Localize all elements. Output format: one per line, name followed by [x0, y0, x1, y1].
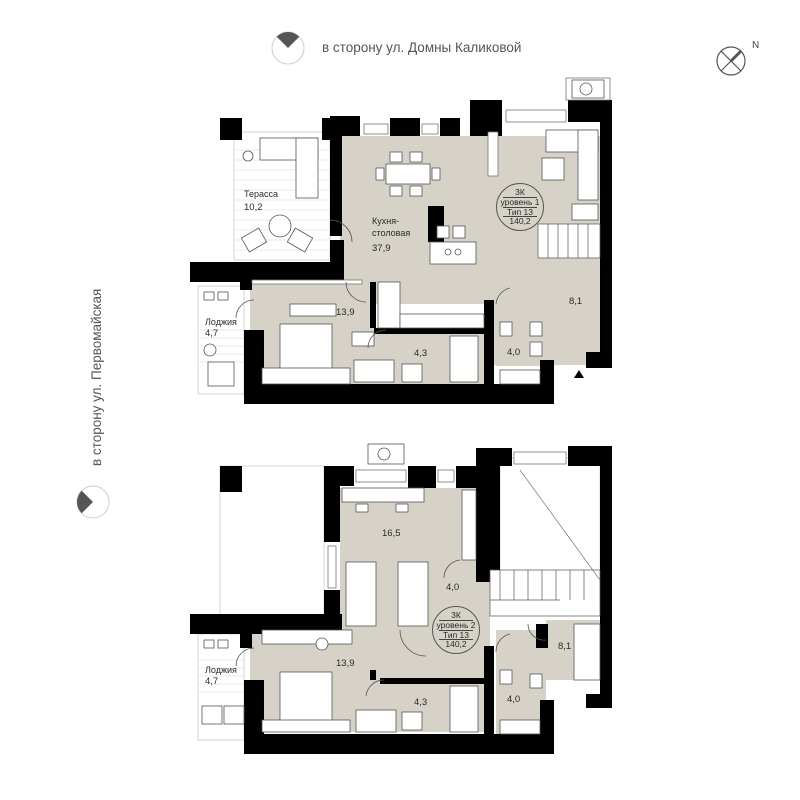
badge-divider — [503, 216, 537, 218]
stairs — [489, 469, 601, 617]
room-loggia-name: Лоджия — [205, 317, 237, 327]
compass: N — [714, 40, 764, 80]
compass-icon — [716, 46, 746, 76]
room-bedroom-large-area: 16,5 — [382, 528, 401, 539]
room-hall-area: 4,0 — [446, 582, 460, 593]
room-terrace-area: 10,2 — [244, 202, 263, 213]
room-loggia-name: Лоджия — [205, 665, 237, 675]
compass-north-label: N — [752, 40, 760, 51]
dining-table — [375, 151, 441, 197]
room-kitchen-area: 37,9 — [372, 243, 391, 254]
room-kitchen-name-line2: столовая — [372, 228, 411, 238]
badge-type: Тип 13 — [443, 629, 469, 640]
badge-divider — [503, 196, 537, 198]
badge-rooms: 3К — [451, 609, 461, 620]
room-bathroom-area: 4,3 — [414, 697, 428, 708]
badge-level: уровень 2 — [436, 619, 476, 630]
top-street-label: в сторону ул. Домны Каликовой — [322, 40, 522, 55]
room-loggia-area: 4,7 — [205, 676, 219, 687]
bedroom-furniture — [341, 487, 477, 627]
room-bedroom-area: 13,9 — [336, 658, 355, 669]
bathroom-fixtures — [355, 623, 601, 735]
top-street-marker: в сторону ул. Домны Каликовой — [270, 31, 570, 65]
apartment-badge-level-1: 3К уровень 1 Тип 13 140,2 — [496, 183, 544, 231]
badge-divider — [503, 206, 537, 208]
left-street-marker: в сторону ул. Первомайская — [70, 260, 130, 530]
bed — [261, 303, 351, 385]
apartment-badge-level-2: 3К уровень 2 Тип 13 140,2 — [432, 606, 480, 654]
room-bathroom2-area: 4,0 — [507, 347, 521, 358]
room-bathroom2-area: 4,0 — [507, 694, 521, 705]
bed — [261, 629, 353, 733]
room-hall-area: 8,1 — [569, 296, 583, 307]
room-loggia-area: 4,7 — [205, 328, 219, 339]
sofa — [541, 129, 599, 221]
stairs — [537, 223, 601, 259]
room-wardrobe-area: 8,1 — [558, 641, 572, 652]
kitchen-island — [429, 225, 477, 265]
badge-level: уровень 1 — [500, 196, 540, 207]
room-terrace-name: Терасса — [244, 189, 279, 199]
room-kitchen-name-line1: Кухня- — [372, 216, 400, 226]
ac-unit-icon — [571, 79, 605, 99]
ac-unit-icon — [367, 443, 405, 465]
badge-area: 140,2 — [445, 639, 467, 650]
badge-rooms: 3К — [515, 186, 525, 197]
bathroom-fixtures — [351, 321, 543, 385]
badge-divider — [439, 629, 473, 631]
direction-sector-icon — [271, 31, 305, 65]
entrance-arrow-icon — [574, 370, 584, 378]
badge-type: Тип 13 — [507, 206, 533, 217]
room-bedroom-area: 13,9 — [336, 307, 355, 318]
badge-divider — [439, 619, 473, 621]
terrace-furniture — [240, 137, 319, 253]
badge-area: 140,2 — [509, 216, 531, 227]
direction-sector-icon — [76, 485, 110, 519]
badge-divider — [439, 639, 473, 641]
room-bathroom-area: 4,3 — [414, 348, 428, 359]
